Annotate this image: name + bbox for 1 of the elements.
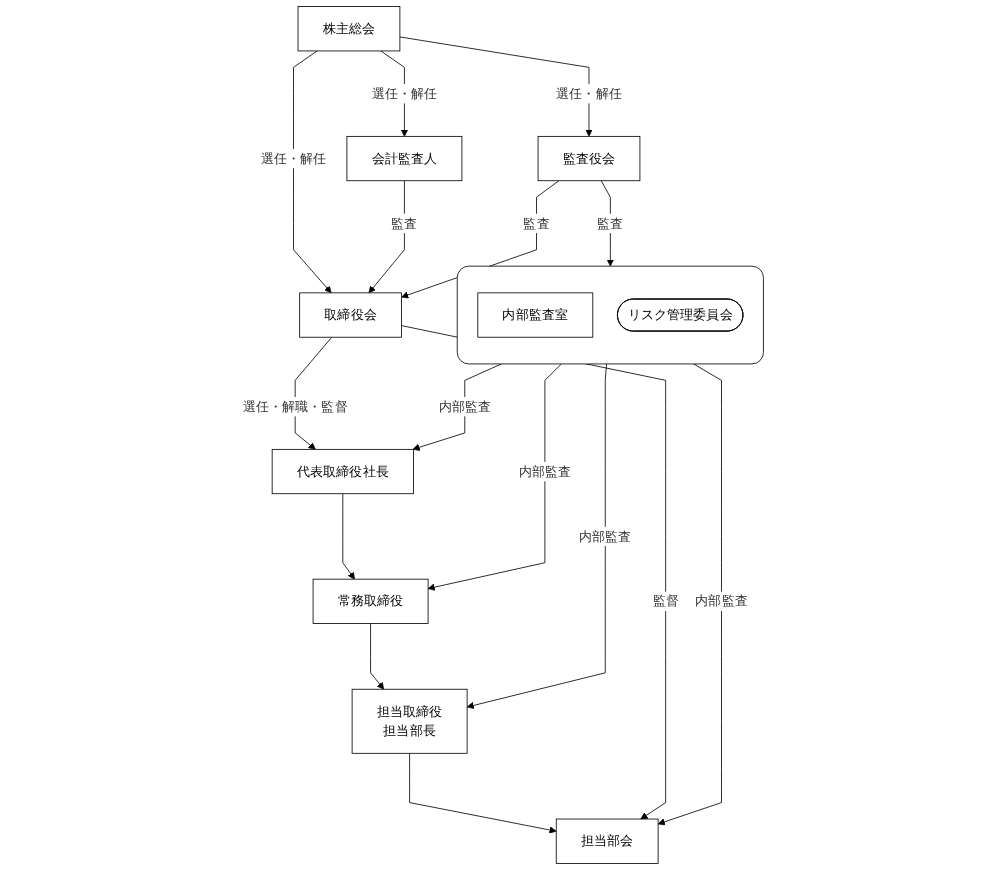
cluster: [457, 265, 765, 365]
